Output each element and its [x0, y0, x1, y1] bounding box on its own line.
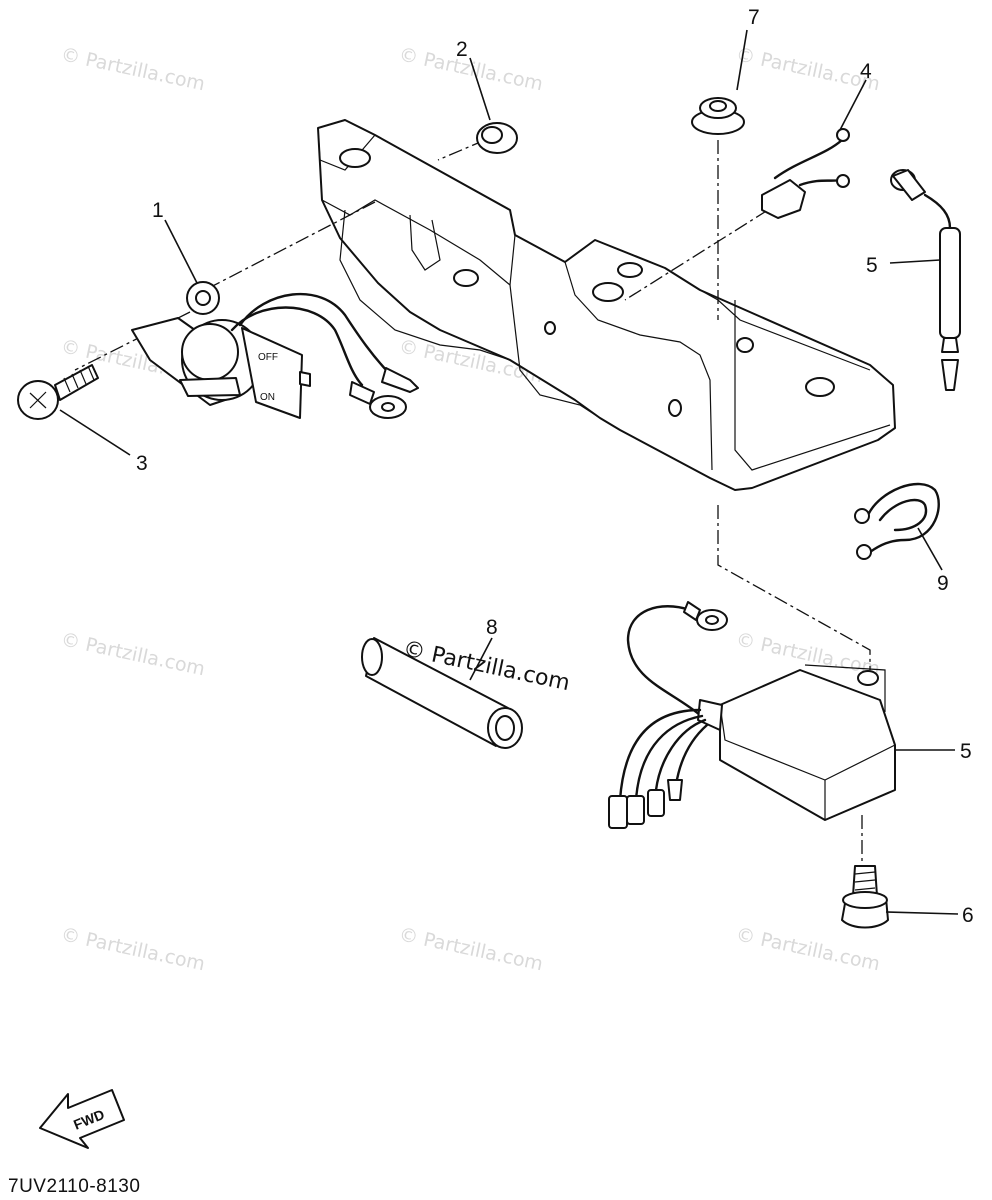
assembly-lines [74, 139, 871, 862]
nut [691, 97, 745, 135]
screw [17, 364, 99, 420]
watermark: © Partzilla.com [397, 43, 545, 95]
switch-on-label: ON [260, 392, 275, 403]
switch-off-label: OFF [258, 352, 278, 363]
mounting-bracket [317, 119, 896, 491]
watermark: © Partzilla.com [59, 628, 207, 680]
fwd-arrow-icon: FWD [39, 1089, 125, 1149]
callout-9: 9 [937, 572, 949, 595]
callout-4: 4 [860, 60, 872, 83]
watermark: © Partzilla.com [59, 923, 207, 975]
bolt [841, 865, 889, 929]
callouts: 1 2 3 4 5 5 6 7 8 9 [136, 6, 974, 927]
sleeve [361, 637, 523, 749]
stop-switch: OFF ON [131, 281, 419, 419]
callout-7: 7 [748, 6, 760, 29]
watermark: © Partzilla.com [59, 43, 207, 95]
callout-6: 6 [962, 904, 974, 927]
wire-clip [761, 128, 850, 219]
callout-5-cdi: 5 [960, 740, 972, 763]
callout-2: 2 [456, 38, 468, 61]
callout-8: 8 [486, 616, 498, 639]
background-watermarks: © Partzilla.com © Partzilla.com © Partzi… [59, 43, 882, 975]
cdi-unit [608, 601, 896, 829]
drawing-code: 7UV2110-8130 [8, 1176, 140, 1197]
grommet [476, 122, 518, 154]
callout-3: 3 [136, 452, 148, 475]
wire-clamp [854, 482, 940, 560]
callout-leaders [59, 29, 959, 915]
callout-1: 1 [152, 199, 164, 222]
watermark: © Partzilla.com [734, 923, 882, 975]
callout-5-resistor: 5 [866, 254, 878, 277]
resistor-small [890, 169, 961, 391]
watermark: © Partzilla.com [397, 923, 545, 975]
